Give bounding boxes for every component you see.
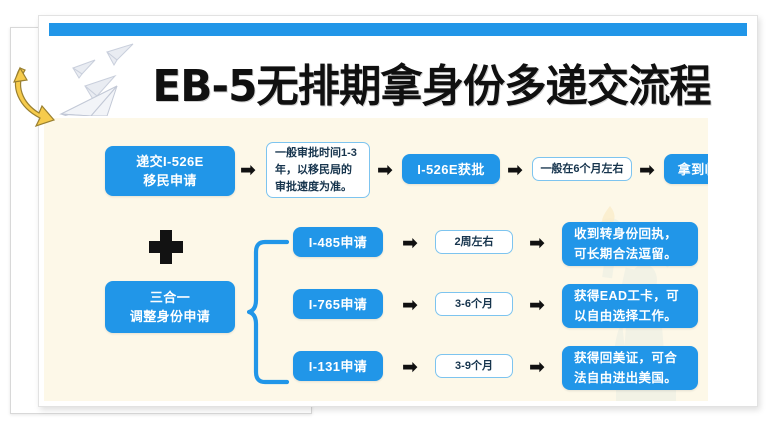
result-i131: 获得回美证，可合法自由进出美国。 [562, 346, 698, 390]
slide-card: EB-5无排期拿身份多递交流程 [38, 15, 758, 407]
step-i526e-approved[interactable]: I-526E获批 [402, 154, 500, 184]
curly-brace-icon [246, 238, 293, 386]
step-submit-i526e-line1: 递交I-526E [136, 154, 204, 169]
plus-icon [149, 230, 183, 264]
paper-plane-icon [55, 38, 165, 123]
note-six-months: 一般在6个月左右 [532, 157, 632, 181]
step-three-in-one-adjustment[interactable]: 三合一 调整身份申请 [105, 281, 235, 333]
page-title: EB-5无排期拿身份多递交流程 [152, 61, 711, 112]
curved-arrow-icon [8, 62, 58, 130]
arrow-icon-7: ➡ [402, 294, 418, 316]
duration-i765: 3-6个月 [435, 292, 513, 316]
duration-i131: 3-9个月 [435, 354, 513, 378]
result-i485: 收到转身份回执，可长期合法逗留。 [562, 222, 698, 266]
top-accent-bar [49, 23, 747, 36]
arrow-icon-4: ➡ [639, 159, 655, 181]
step-submit-i526e-line2: 移民申请 [143, 173, 197, 188]
note-i526e-processing-time: 一般审批时间1-3年，以移民局的审批速度为准。 [266, 142, 370, 198]
group-label-line1: 三合一 [149, 290, 191, 305]
arrow-icon-8: ➡ [529, 294, 545, 316]
arrow-icon-9: ➡ [402, 356, 418, 378]
duration-i485: 2周左右 [435, 230, 513, 254]
step-i485-application[interactable]: I-485申请 [293, 227, 383, 257]
step-temporary-green-card[interactable]: 拿到临时绿卡 [664, 154, 708, 184]
step-i765-application[interactable]: I-765申请 [293, 289, 383, 319]
arrow-icon-3: ➡ [507, 159, 523, 181]
arrow-icon-10: ➡ [529, 356, 545, 378]
arrow-icon-2: ➡ [377, 159, 393, 181]
step-i131-application[interactable]: I-131申请 [293, 351, 383, 381]
flow-panel: 递交I-526E 移民申请 ➡ 一般审批时间1-3年，以移民局的审批速度为准。 … [44, 118, 708, 401]
arrow-icon-1: ➡ [240, 159, 256, 181]
step-submit-i526e[interactable]: 递交I-526E 移民申请 [105, 146, 235, 196]
arrow-icon-6: ➡ [529, 232, 545, 254]
arrow-icon-5: ➡ [402, 232, 418, 254]
result-i765: 获得EAD工卡，可以自由选择工作。 [562, 284, 698, 328]
group-label-line2: 调整身份申请 [129, 309, 211, 324]
